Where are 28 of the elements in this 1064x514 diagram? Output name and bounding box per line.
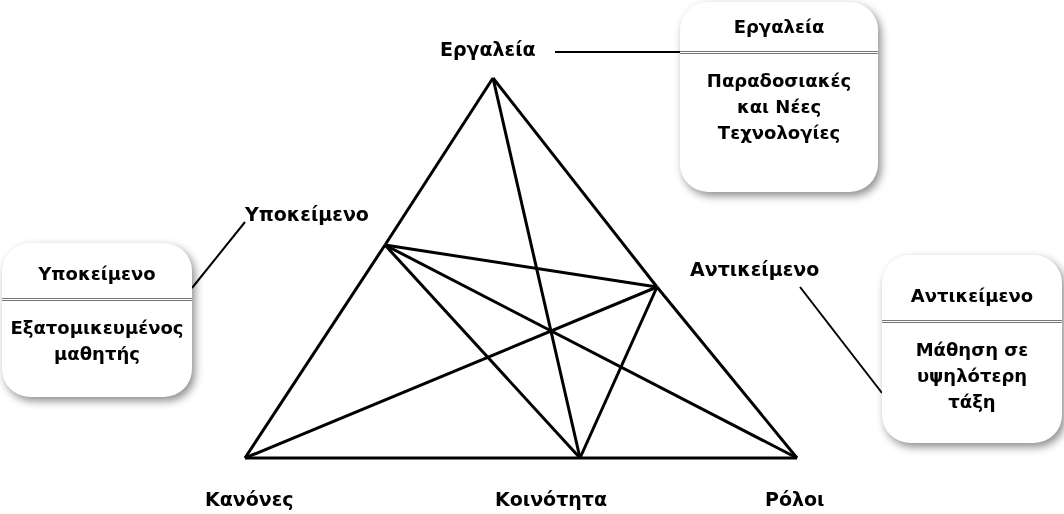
- vertex-label: Εργαλεία: [440, 38, 536, 60]
- callout-text: Εξατομικευμένος μαθητής: [9, 316, 185, 366]
- callout-heading: Εργαλεία: [732, 16, 826, 37]
- leader-line: [554, 51, 681, 53]
- vertex-label: Υποκείμενο: [245, 203, 369, 225]
- triangle-line: [243, 244, 387, 459]
- callout-heading: Αντικείμενο: [909, 285, 1035, 306]
- callout-box: [882, 255, 1062, 443]
- callout-heading: Υποκείμενο: [37, 263, 157, 284]
- vertex-label: Αντικείμενο: [690, 258, 820, 280]
- triangle-line: [245, 456, 580, 460]
- triangle-line: [384, 243, 658, 289]
- vertex-label: Κανόνες: [205, 488, 294, 510]
- callout-text: Μάθηση σε υψηλότερη τάξη: [914, 338, 1030, 414]
- triangle-line: [383, 244, 582, 459]
- callout-text: Παραδοσιακές και Νέες Τεχνολογίες: [705, 69, 853, 145]
- callout-box: [680, 2, 878, 192]
- triangle-line: [578, 286, 659, 459]
- leader-line: [191, 221, 246, 289]
- vertex-label: Κοινότητα: [495, 488, 607, 510]
- triangle-line: [580, 456, 797, 460]
- triangle-line: [244, 285, 658, 460]
- vertex-label: Ρόλοι: [765, 488, 825, 510]
- leader-line: [799, 286, 883, 394]
- callout-box: [2, 243, 192, 397]
- triangle-line: [383, 77, 495, 246]
- triangle-line: [491, 77, 659, 288]
- triangle-line: [655, 286, 799, 459]
